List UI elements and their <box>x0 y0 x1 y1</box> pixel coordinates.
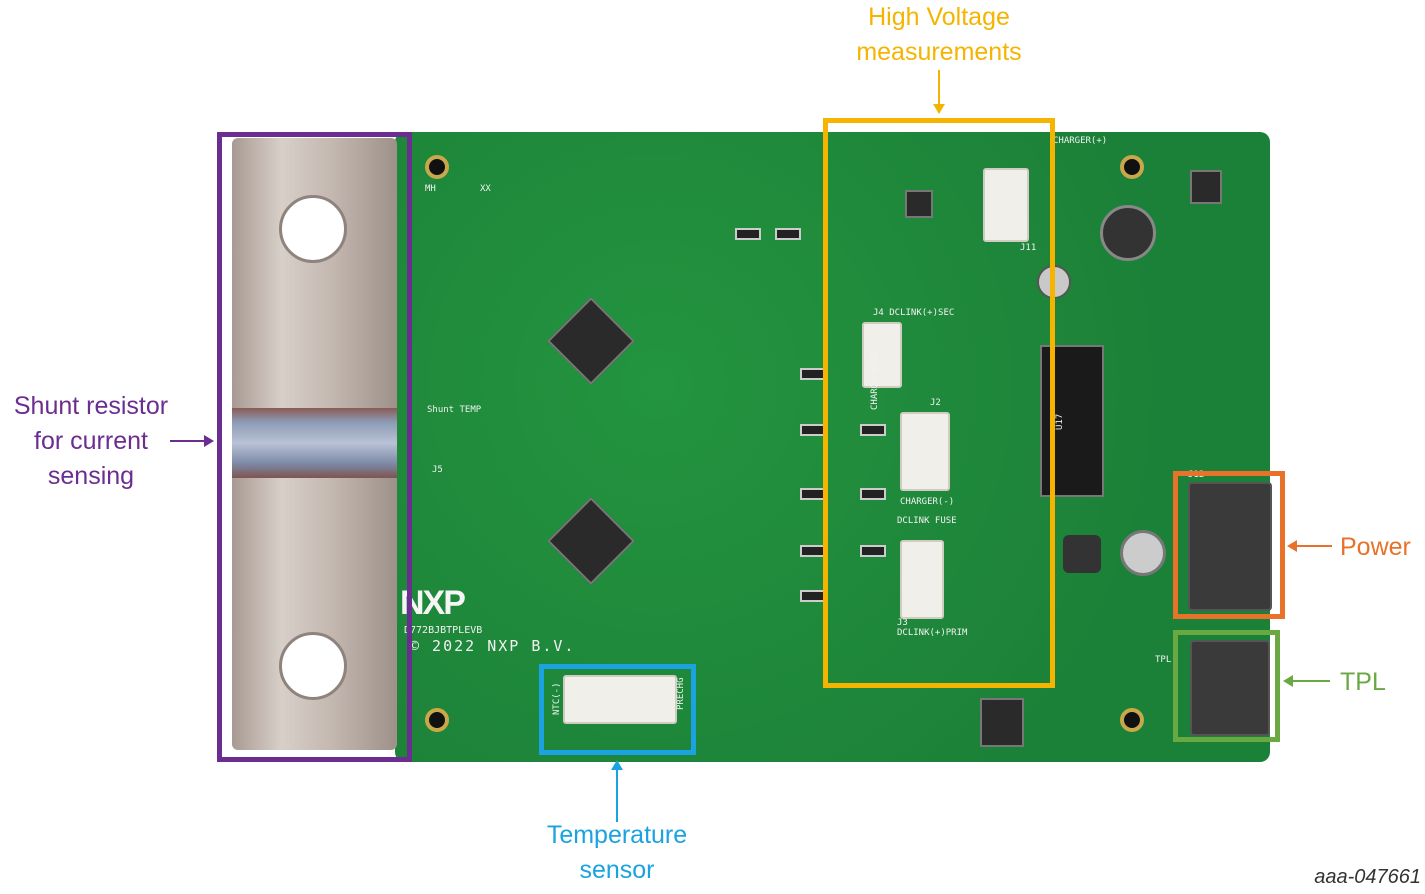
mounting-hole <box>1120 708 1144 732</box>
inductor-l3 <box>1100 205 1156 261</box>
shunt-line2: for current <box>34 427 148 455</box>
tpl-label: TPL <box>1340 668 1386 696</box>
mounting-hole <box>425 708 449 732</box>
silk-u17: U17 <box>1055 413 1065 430</box>
inductor-l1 <box>1063 535 1101 573</box>
temperature-line2: sensor <box>579 856 655 884</box>
connector-j4 <box>862 322 902 388</box>
silk-shunt-temp: Shunt TEMP <box>427 405 482 415</box>
connector-j2 <box>900 412 950 491</box>
high-voltage-line1: High Voltage <box>868 3 1010 31</box>
resistor <box>735 228 761 240</box>
temperature-line1: Temperature <box>546 821 688 849</box>
connector-j1-temperature <box>563 675 677 724</box>
arrow-head-icon <box>1287 540 1297 552</box>
arrow-head-icon <box>204 435 214 447</box>
high-voltage-line2: measurements <box>856 38 1022 66</box>
shunt-highlight-box <box>217 132 412 762</box>
resistor <box>860 545 886 557</box>
silk-j3: J3 <box>897 618 908 628</box>
copyright: © 2022 NXP B.V. <box>410 637 576 655</box>
silk-j5: J5 <box>432 465 443 475</box>
tpl-highlight-box <box>1173 630 1280 742</box>
figure-id: aaa-047661 <box>1314 866 1421 888</box>
capacitor-c69 <box>1120 530 1166 576</box>
arrow-head-icon <box>933 104 945 114</box>
silk-xx: XX <box>480 184 491 194</box>
resistor <box>860 488 886 500</box>
shunt-arrow <box>170 440 206 442</box>
silk-mh: MH <box>425 184 436 194</box>
shunt-resistive-band <box>232 408 397 478</box>
shunt-line1: Shunt resistor <box>13 392 169 420</box>
optocoupler-u13 <box>905 190 933 218</box>
high-voltage-highlight-box <box>823 118 1055 688</box>
tpl-arrow <box>1292 680 1330 682</box>
silk-dclink-prim: DCLINK(+)PRIM <box>897 628 968 638</box>
silk-charger-neg: CHARGER(-) <box>900 497 955 507</box>
temperature-label: Temperature sensor <box>517 818 717 888</box>
mounting-hole <box>1120 155 1144 179</box>
power-arrow <box>1296 545 1332 547</box>
temperature-arrow <box>616 770 618 822</box>
transformer-t1 <box>980 698 1024 747</box>
silk-j11: J11 <box>1020 243 1037 253</box>
shunt-label: Shunt resistor for current sensing <box>0 389 182 494</box>
connector-j12-power <box>1188 482 1272 611</box>
power-highlight-box <box>1173 471 1285 619</box>
silk-j2: J2 <box>930 398 941 408</box>
arrow-head-icon <box>1283 675 1293 687</box>
ic-u18 <box>1190 170 1222 204</box>
temperature-highlight-box <box>539 664 696 755</box>
part-number: D772BJBTPLEVB <box>404 625 483 636</box>
high-voltage-label: High Voltage measurements <box>800 0 1078 70</box>
shunt-mounting-hole <box>279 632 347 700</box>
power-label: Power <box>1340 533 1411 561</box>
silk-tpl: TPL <box>1155 655 1172 665</box>
mounting-hole <box>425 155 449 179</box>
shunt-line3: sensing <box>47 462 135 490</box>
connector-tpl <box>1190 640 1270 736</box>
shunt-mounting-hole <box>279 195 347 263</box>
arrow-head-icon <box>611 760 623 770</box>
silk-charger-pos: CHARGER(+) <box>1053 136 1108 146</box>
silk-dclink-fuse: DCLINK FUSE <box>897 516 957 526</box>
high-voltage-arrow <box>938 70 940 108</box>
resistor <box>860 424 886 436</box>
connector-j11 <box>983 168 1029 242</box>
silk-dclink-sec: J4 DCLINK(+)SEC <box>873 308 955 318</box>
connector-j3 <box>900 540 944 619</box>
resistor <box>775 228 801 240</box>
